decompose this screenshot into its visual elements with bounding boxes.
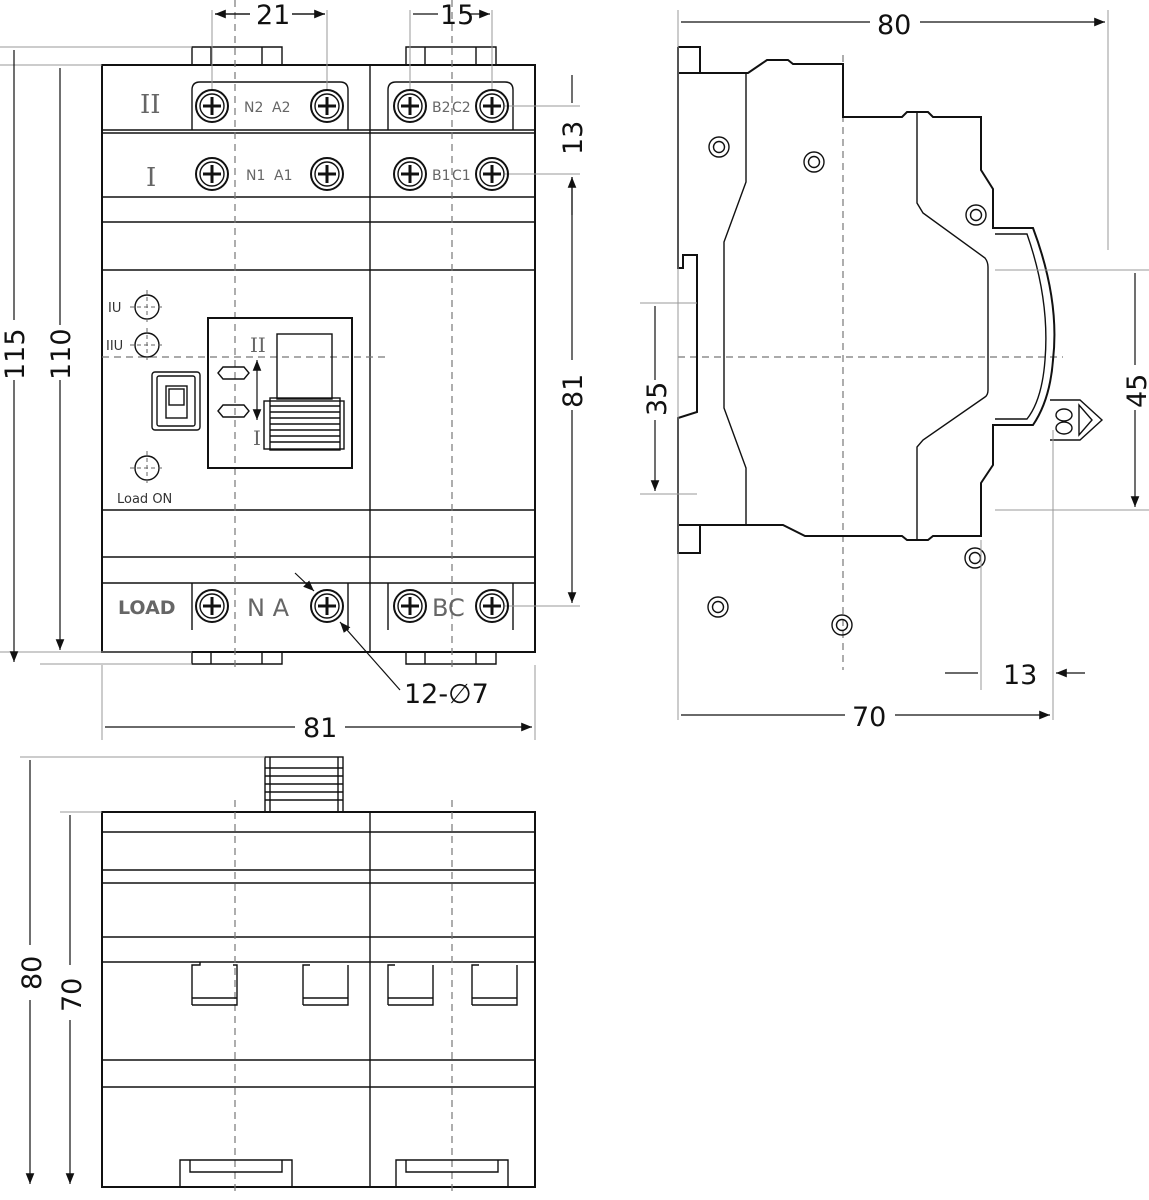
dim-115: 115 [0, 328, 31, 380]
dim-13: 13 [558, 121, 589, 155]
rivet-icon [964, 547, 986, 569]
dim-81-width: 81 [303, 713, 337, 744]
position-marks-icon [217, 366, 250, 418]
rivet-icon [708, 136, 730, 158]
side-view: 80 35 45 13 70 [640, 10, 1149, 733]
terminal-screw-n1 [194, 156, 230, 192]
load-screw-a [309, 588, 345, 624]
terminal-screw-c1 [474, 156, 510, 192]
dim-80-height: 80 [17, 956, 48, 990]
indicator-iu-icon [129, 289, 165, 325]
terminal-label-c1: C1 [452, 168, 471, 184]
dim-110: 110 [46, 328, 77, 380]
switch-window [207, 317, 353, 469]
terminal-screw-a2 [309, 88, 345, 124]
indicator-label-iiu: IIU [106, 339, 123, 354]
dim-70-depth: 70 [852, 702, 886, 733]
load-on-label: Load ON [117, 492, 172, 507]
load-on-indicator-icon [129, 450, 165, 486]
bottom-view: 80 70 [17, 756, 536, 1195]
load-screw-n [194, 588, 230, 624]
test-button[interactable] [151, 371, 201, 431]
indicator-label-iu: IU [108, 301, 121, 316]
dim-35: 35 [642, 382, 673, 416]
dim-21: 21 [256, 0, 290, 31]
terminal-label-b1: B1 [432, 168, 451, 184]
terminal-label-b2: B2 [432, 100, 451, 116]
rivet-icon [803, 151, 825, 173]
row-label-i: I [146, 163, 156, 193]
terminal-screw-b1 [392, 156, 428, 192]
front-view: II I N2 A2 B2 C2 N1 A1 B1 C1 IU IIU Load… [0, 0, 589, 744]
indicator-iiu-icon [129, 327, 165, 363]
dim-45: 45 [1122, 374, 1149, 408]
terminal-label-n2: N2 [244, 100, 263, 116]
terminal-screw-b2 [392, 88, 428, 124]
load-screw-b [392, 588, 428, 624]
transfer-switch-handle[interactable] [263, 333, 345, 451]
load-label: LOAD [118, 597, 176, 619]
hole-callout: 12-∅7 [404, 679, 489, 710]
front-body-outline [101, 64, 536, 653]
dim-80-depth: 80 [877, 10, 911, 41]
dim-13-side: 13 [1003, 660, 1037, 691]
load-terminal-label-na: N A [247, 594, 290, 622]
rivet-icon [831, 614, 853, 636]
terminal-screw-c2 [474, 88, 510, 124]
dim-15: 15 [440, 0, 474, 31]
switch-position-i: I [253, 426, 261, 450]
terminal-label-c2: C2 [452, 100, 471, 116]
rivet-icon [965, 204, 987, 226]
load-terminal-label-bc: BC [432, 594, 465, 622]
terminal-label-a2: A2 [272, 100, 290, 116]
terminal-screw-a1 [309, 156, 345, 192]
terminal-label-a1: A1 [274, 168, 292, 184]
rivet-icon [707, 596, 729, 618]
terminal-screw-n2 [194, 88, 230, 124]
handle-knob-icon [1050, 399, 1104, 441]
load-screw-c [474, 588, 510, 624]
dim-70-height: 70 [57, 978, 88, 1012]
switch-position-ii: II [250, 333, 266, 357]
row-label-ii: II [140, 90, 161, 120]
handle-top [264, 756, 344, 813]
dim-81-vertical: 81 [558, 374, 589, 408]
terminal-label-n1: N1 [246, 168, 265, 184]
